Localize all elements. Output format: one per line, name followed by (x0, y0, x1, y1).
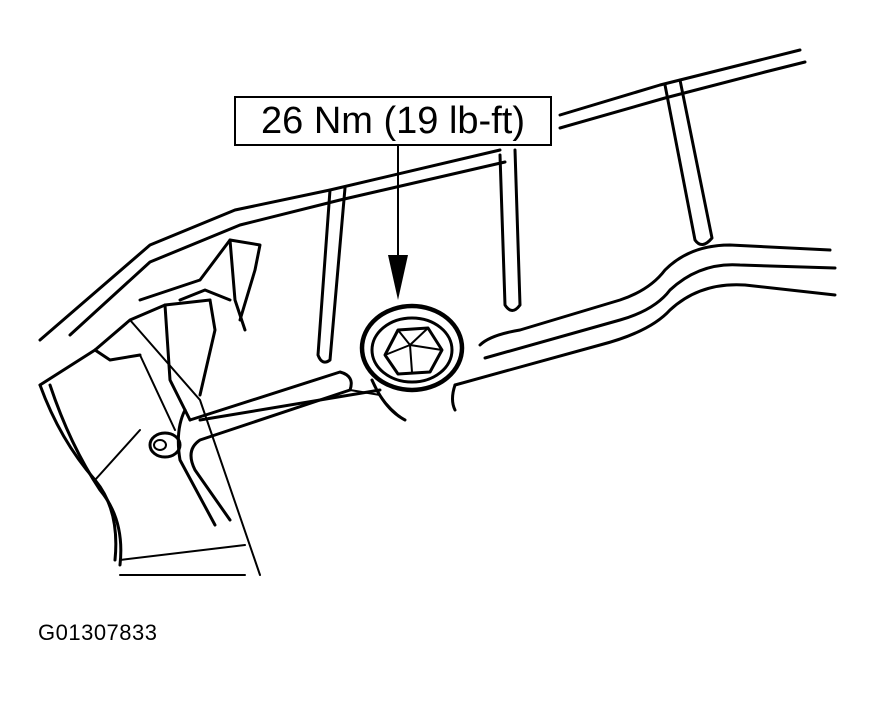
rib-right (663, 78, 714, 246)
rib-center (498, 148, 522, 312)
housing-outline (38, 48, 807, 342)
rib-left (316, 186, 347, 364)
callout-arrow (388, 145, 408, 300)
figure-id: G01307833 (38, 620, 158, 645)
bolt-boss (359, 303, 465, 422)
left-bracket (38, 238, 262, 576)
torque-spec-callout: 26 Nm (19 lb-ft) (234, 96, 552, 146)
pan-flange (176, 243, 837, 527)
bolt-head (383, 326, 444, 376)
